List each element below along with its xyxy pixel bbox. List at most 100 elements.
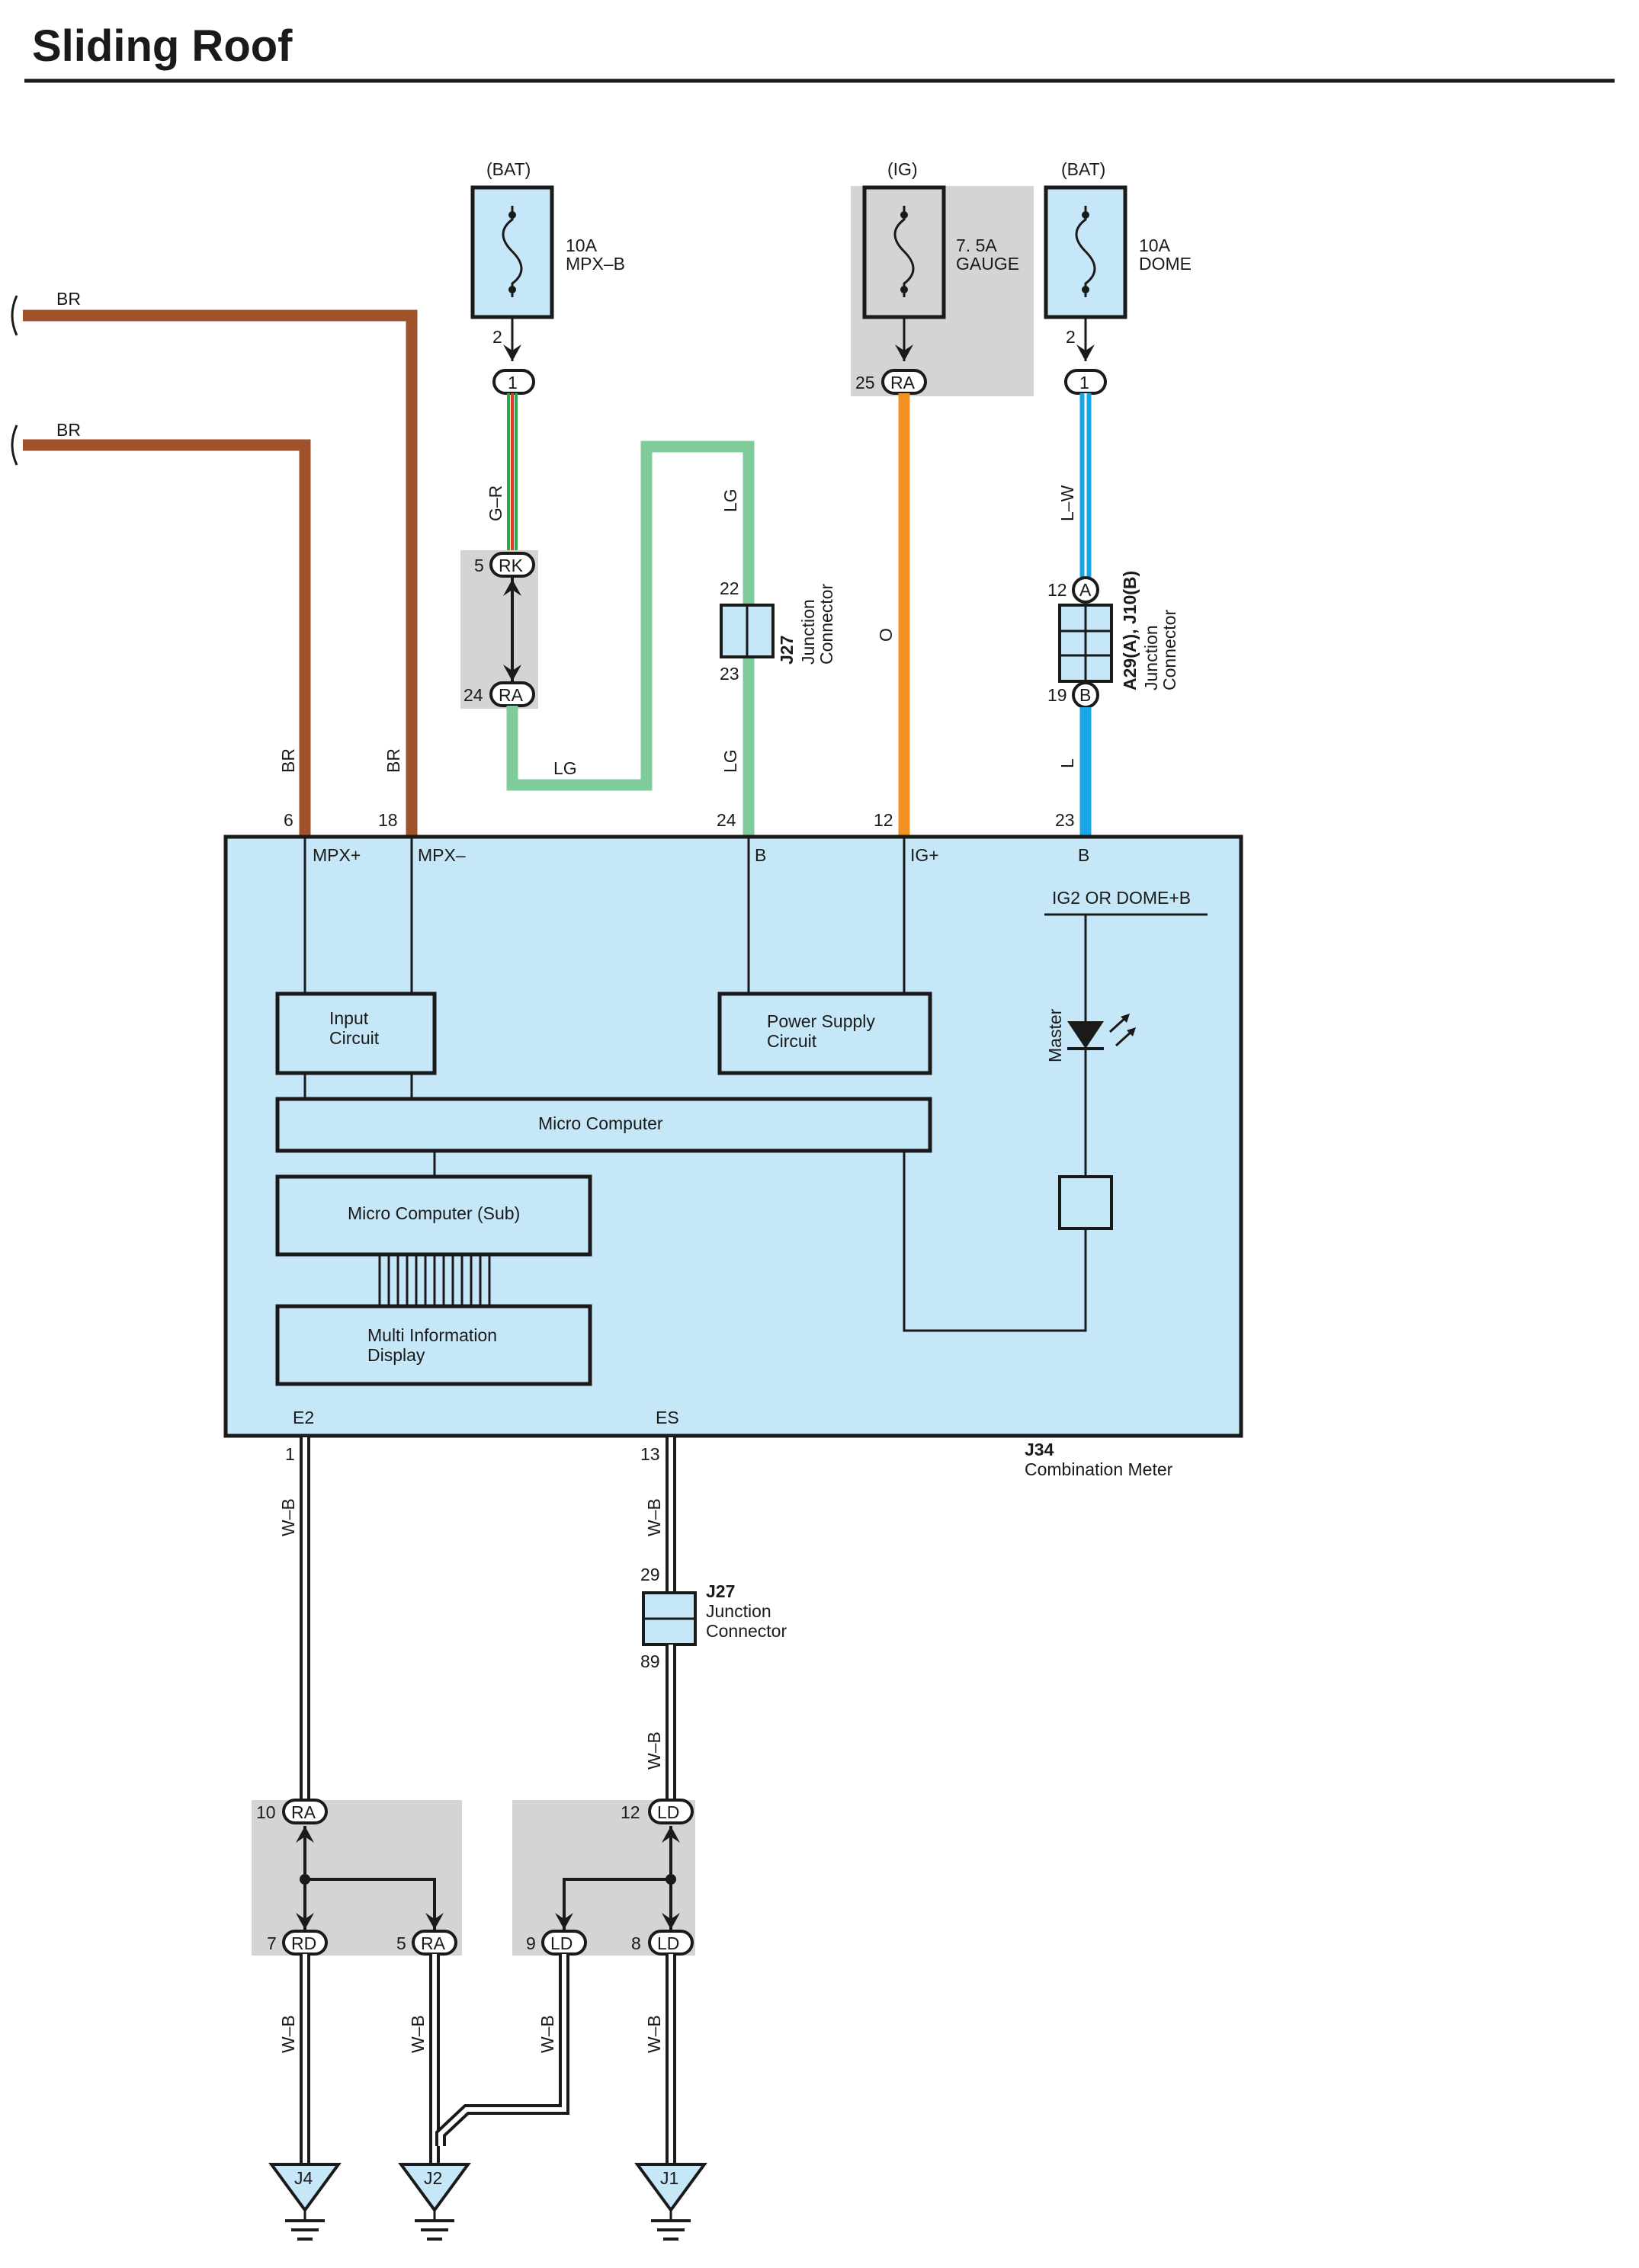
meter-pin-1-num: 1: [285, 1444, 295, 1464]
j27-top-id: J27: [777, 636, 797, 665]
br-vertical-a-label: BR: [278, 748, 298, 773]
br-lower-label: BR: [56, 420, 81, 440]
ground-j2-label: J2: [424, 2168, 442, 2188]
meter-pin-es: ES: [656, 1408, 679, 1427]
power-supply-line1: Power Supply: [767, 1011, 875, 1031]
lg-upper-label: LG: [720, 489, 740, 512]
orange-wire-label: O: [876, 628, 896, 642]
j27-top-pin-top: 22: [720, 578, 739, 598]
wb-es-lower-label: W–B: [644, 1731, 664, 1770]
connector-ra25-num: 25: [855, 373, 875, 392]
input-circuit-line2: Circuit: [329, 1028, 380, 1048]
j27-top-label1: Junction: [798, 599, 818, 665]
br-upper-label: BR: [56, 289, 81, 309]
fuse-mpxb-source: (BAT): [486, 159, 531, 179]
meter-pin-b2: B: [1078, 845, 1089, 865]
meter-pin-13-num: 13: [640, 1444, 660, 1464]
br-wire-upper: [11, 295, 418, 835]
meter-pin-23-num: 23: [1055, 810, 1075, 830]
br-vertical-b-label: BR: [383, 748, 403, 773]
display-bus-lines: [378, 1254, 491, 1306]
meter-pin-mpxminus: MPX–: [418, 845, 466, 865]
fuse-dome-name: DOME: [1139, 254, 1192, 274]
connector-ra10-code: RA: [291, 1802, 316, 1822]
j27-bottom-pin-bottom: 89: [640, 1651, 660, 1671]
connector-ld12-num: 12: [621, 1802, 640, 1822]
connector-a-code: A: [1079, 580, 1092, 600]
fuse-gauge-name: GAUGE: [956, 254, 1019, 274]
connector-ld8-code: LD: [657, 1933, 679, 1953]
meter-pin-12-num: 12: [874, 810, 893, 830]
connector-ld8-num: 8: [631, 1933, 641, 1953]
fuse-dome-rating: 10A: [1139, 235, 1171, 255]
wb-wire-ld9: [435, 1954, 569, 2146]
connector-rk-code: RK: [499, 556, 524, 575]
micro-computer-label: Micro Computer: [538, 1113, 663, 1133]
connector-ra10: [282, 1799, 328, 1824]
lg-wire: [506, 440, 755, 835]
connector-ld12-code: LD: [657, 1802, 679, 1822]
wb-es-upper-label: W–B: [644, 1498, 664, 1536]
micro-computer-box: [275, 1097, 932, 1153]
j27-bottom-label1: Junction: [706, 1601, 771, 1621]
meter-pin-e2: E2: [293, 1408, 314, 1427]
page-title: Sliding Roof: [32, 21, 293, 71]
j27-bottom-id: J27: [706, 1581, 735, 1601]
ground-j1-icon: [634, 2163, 707, 2241]
l-wire-label: L: [1057, 758, 1077, 768]
connector-a-num: 12: [1047, 580, 1067, 600]
connector-ra5-code: RA: [421, 1933, 446, 1953]
input-circuit-line1: Input: [329, 1008, 369, 1028]
meter-pin-mpxplus: MPX+: [313, 845, 361, 865]
connector-rk-num: 5: [474, 556, 484, 575]
multi-info-line2: Display: [367, 1345, 425, 1365]
connector-rd7-code: RD: [291, 1933, 316, 1953]
wb-j2-label: W–B: [408, 2015, 428, 2053]
fuse-dome-pin: 2: [1066, 327, 1076, 347]
connector-ra10-num: 10: [256, 1802, 276, 1822]
j27-top-pin-bottom: 23: [720, 664, 739, 684]
connector-ra5-num: 5: [396, 1933, 406, 1953]
connector-ld9-num: 9: [526, 1933, 536, 1953]
fuse-mpxb-pin: 2: [492, 327, 502, 347]
multi-info-display-box: [275, 1304, 592, 1386]
meter-name: Combination Meter: [1025, 1459, 1173, 1479]
a29-junction-label2: Connector: [1159, 610, 1179, 690]
input-circuit-box: [275, 991, 437, 1075]
connector-ra24-num: 24: [463, 685, 483, 705]
connector-rd7-num: 7: [267, 1933, 277, 1953]
ground-j2-icon: [398, 2163, 471, 2241]
multi-info-line1: Multi Information: [367, 1325, 497, 1345]
l-w-wire-label: L–W: [1057, 485, 1077, 521]
connector-ra24-code: RA: [499, 685, 524, 705]
master-switch-box: [1058, 1175, 1113, 1230]
a29-junction-id: A29(A), J10(B): [1120, 571, 1140, 690]
wb-ld9-label: W–B: [537, 2015, 557, 2053]
lg-horizontal-label: LG: [553, 758, 577, 778]
fuse-gauge-source: (IG): [887, 159, 918, 179]
connector-b-code: B: [1079, 685, 1091, 705]
meter-id: J34: [1025, 1440, 1054, 1459]
meter-pin-6-num: 6: [284, 810, 293, 830]
g-r-wire: [507, 393, 518, 550]
meter-pin-24-num: 24: [717, 810, 736, 830]
fuse-mpxb-icon: [502, 206, 523, 297]
connector-1b-pin: 1: [1079, 373, 1089, 392]
j27-top-label2: Connector: [816, 584, 836, 665]
micro-computer-sub-label: Micro Computer (Sub): [348, 1203, 520, 1223]
meter-pin-igplus: IG+: [910, 845, 939, 865]
j27-bottom-pin-top: 29: [640, 1565, 660, 1584]
a29-junction-label1: Junction: [1141, 625, 1161, 690]
connector-ld12: [648, 1799, 694, 1824]
fuse-mpxb-name: MPX–B: [566, 254, 625, 274]
ground-j4-label: J4: [294, 2168, 313, 2188]
meter-pin-b1: B: [755, 845, 766, 865]
ground-j4-icon: [268, 2163, 342, 2241]
fuse-gauge-icon: [893, 206, 915, 297]
connector-a-pin: [1072, 576, 1099, 604]
ig2-dome-label: IG2 OR DOME+B: [1052, 888, 1191, 908]
meter-pin-18-num: 18: [378, 810, 398, 830]
connector-ld9-code: LD: [550, 1933, 573, 1953]
fuse-dome-icon: [1075, 206, 1096, 297]
